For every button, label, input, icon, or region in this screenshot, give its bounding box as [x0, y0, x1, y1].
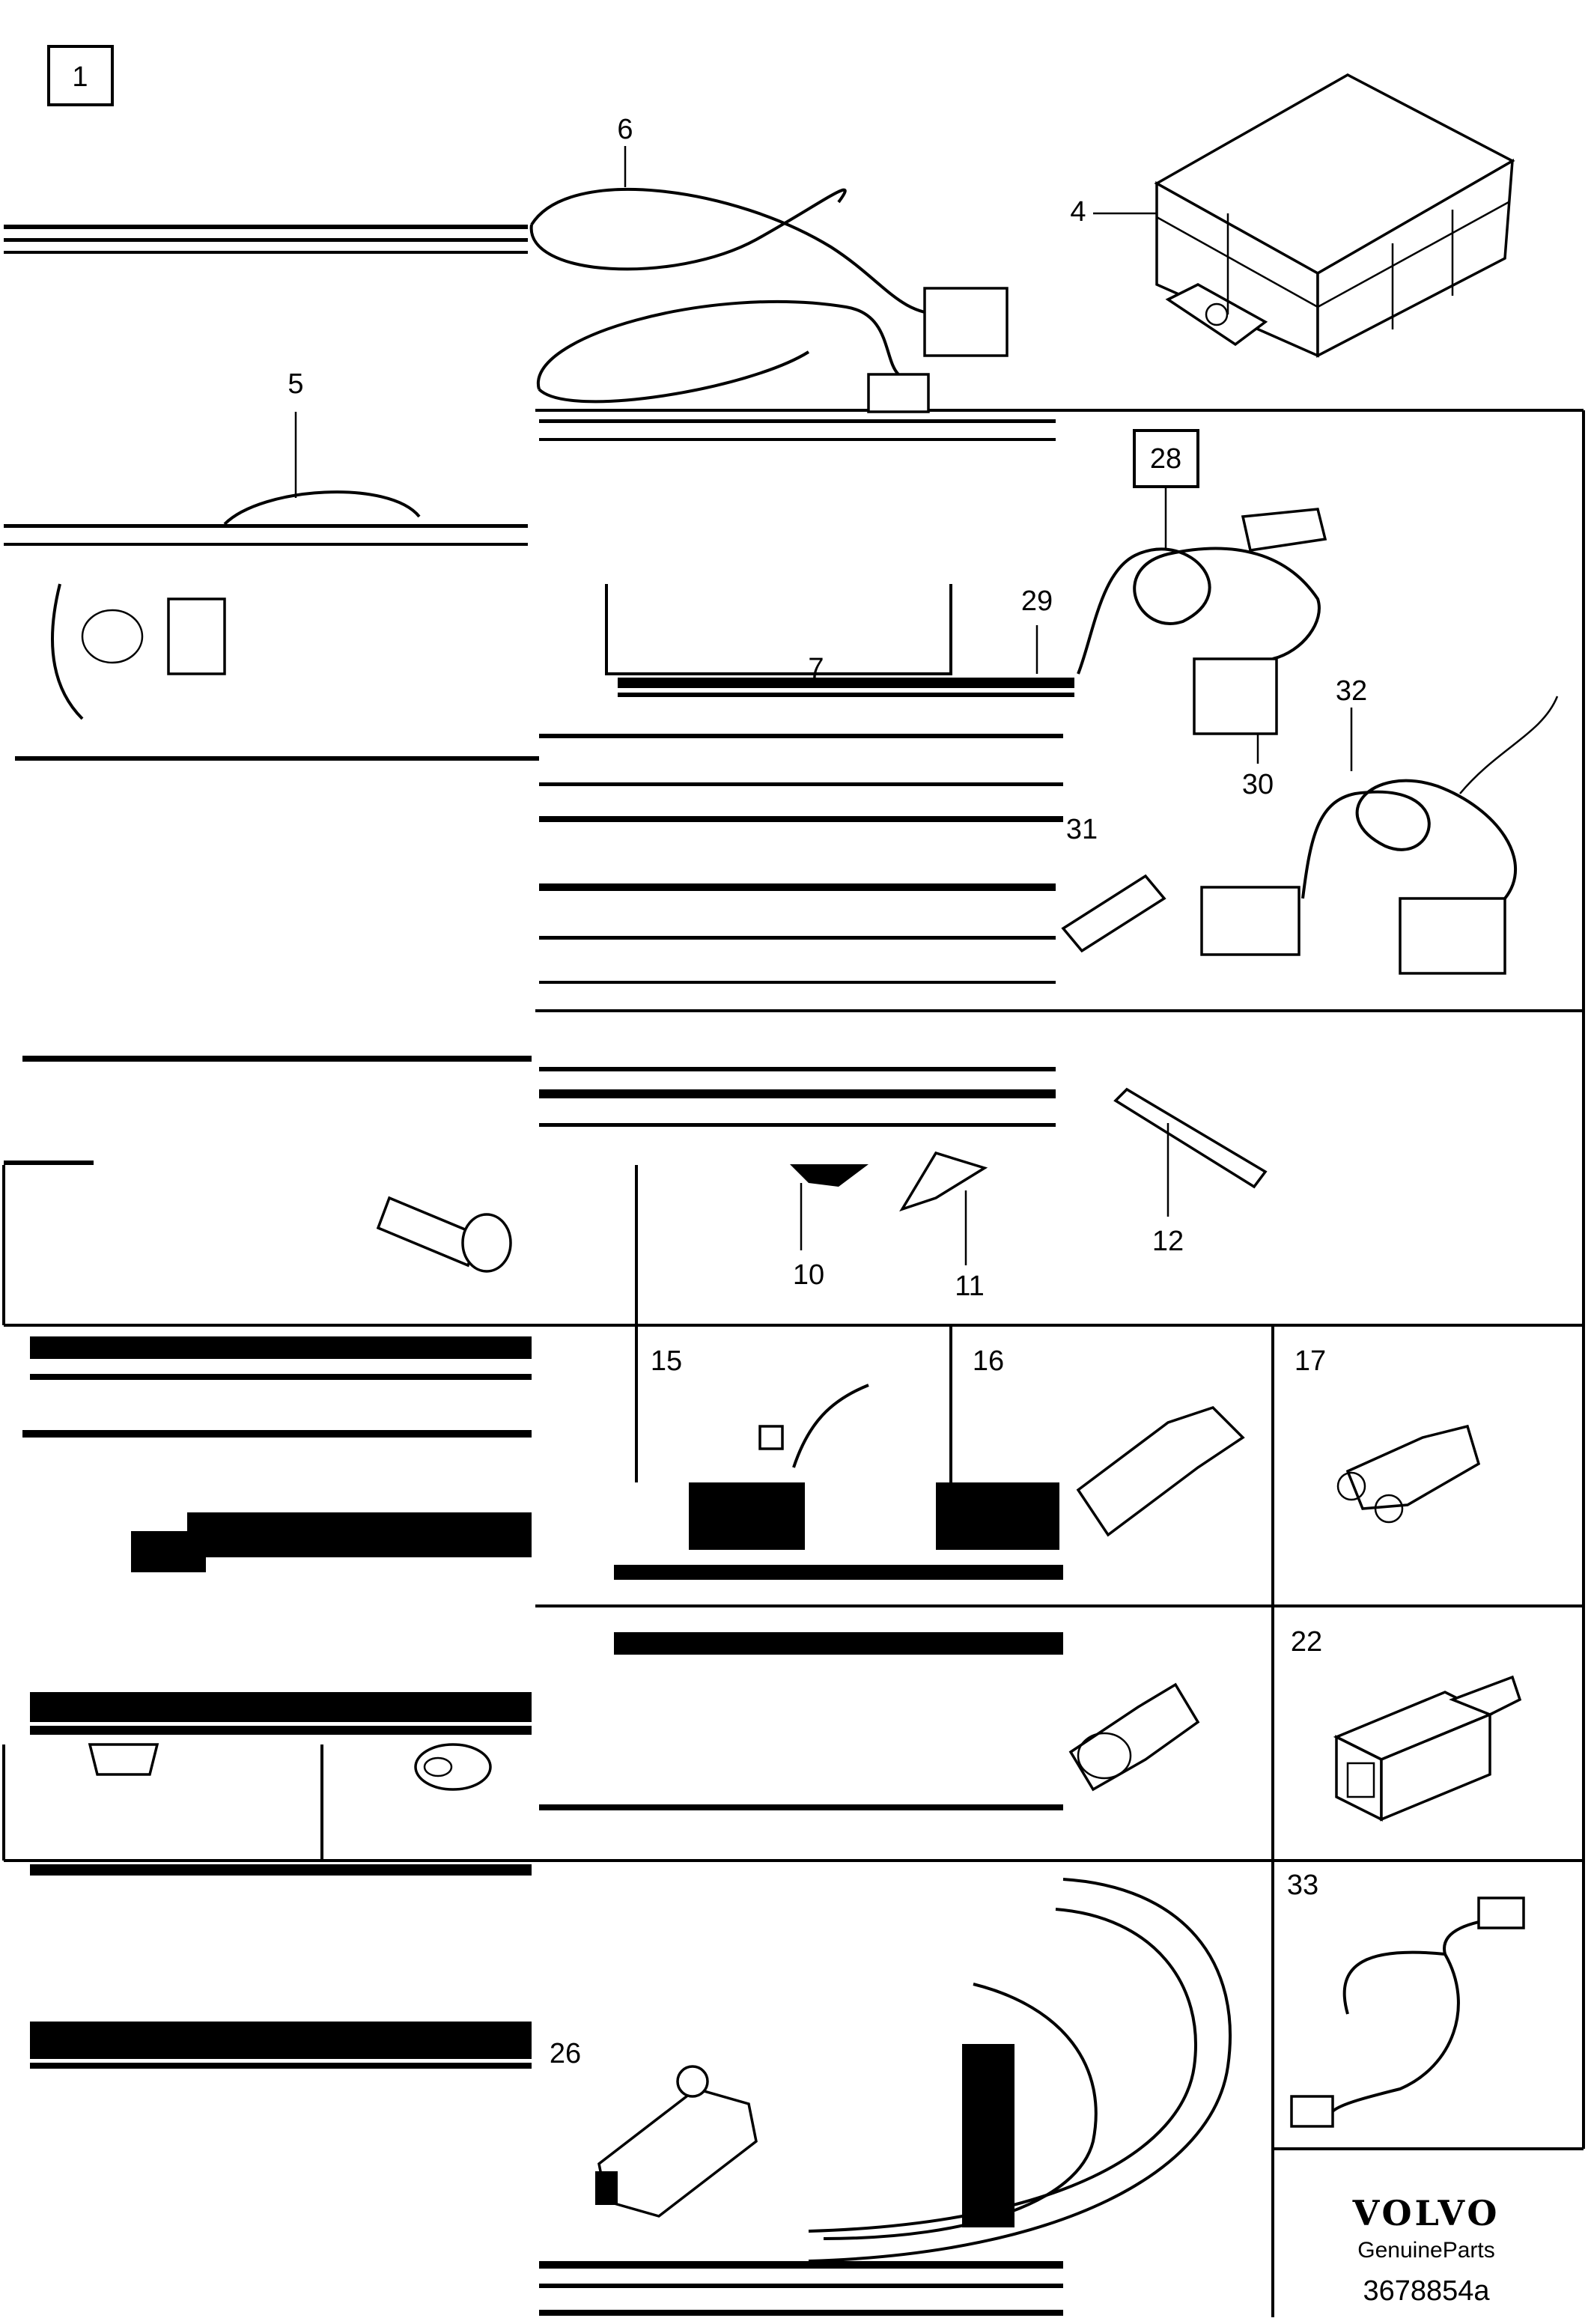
callout-16: 16: [973, 1345, 1004, 1377]
brand-subtitle: GenuineParts: [1357, 2238, 1494, 2263]
lower-left-parts: [88, 1743, 492, 1791]
part-12: 12: [1113, 1087, 1268, 1257]
callout-7: 7: [808, 653, 824, 684]
reference-number: 3678854a: [1363, 2275, 1490, 2307]
callout-11: 11: [955, 1271, 984, 1302]
control-module-part: 4: [1070, 73, 1515, 358]
part-31: 31: [1061, 814, 1166, 953]
part-17: 17: [1295, 1345, 1481, 1524]
callout-6: 6: [617, 114, 633, 145]
callout-28: 28: [1150, 443, 1181, 475]
fuse-part: [376, 1196, 512, 1273]
harness-33: 33: [1287, 1870, 1525, 2128]
callout-22: 22: [1291, 1626, 1322, 1658]
callout-30: 30: [1242, 769, 1274, 800]
part-7: 7: [605, 584, 952, 684]
part-5: 5: [51, 368, 421, 720]
callout-5: 5: [288, 368, 303, 400]
parts-15-16: 15 16: [651, 1345, 1245, 1537]
footer: VOLVO GenuineParts 3678854a: [1352, 2193, 1500, 2307]
callout-32: 32: [1336, 675, 1367, 707]
main-label-box: 1: [47, 45, 114, 106]
callout-15: 15: [651, 1345, 682, 1377]
wiring-harness-6: 6: [529, 114, 1009, 413]
callout-26: 26: [550, 2038, 581, 2069]
harness-29-30: 30 29: [1021, 508, 1327, 800]
scan-glitch-bands: [4, 225, 1074, 2316]
part-22: 22: [1291, 1626, 1522, 1822]
panel-grid: [2, 409, 1585, 2317]
callout-4: 4: [1070, 196, 1086, 228]
callout-33: 33: [1287, 1870, 1318, 1901]
harness-32: 32: [1200, 675, 1559, 975]
callout-17: 17: [1295, 1345, 1326, 1377]
main-label: 1: [72, 61, 88, 93]
parts-10-11: 10 11: [790, 1151, 988, 1302]
brand-logo: VOLVO: [1352, 2193, 1500, 2233]
callout-12: 12: [1152, 1226, 1184, 1257]
cable-26: 26: [550, 1878, 1232, 2263]
callout-29: 29: [1021, 585, 1053, 617]
callout-10: 10: [793, 1259, 824, 1291]
connector-part: [1068, 1682, 1200, 1792]
callout-31: 31: [1066, 814, 1098, 845]
callout-28-box: 28: [1133, 429, 1199, 550]
